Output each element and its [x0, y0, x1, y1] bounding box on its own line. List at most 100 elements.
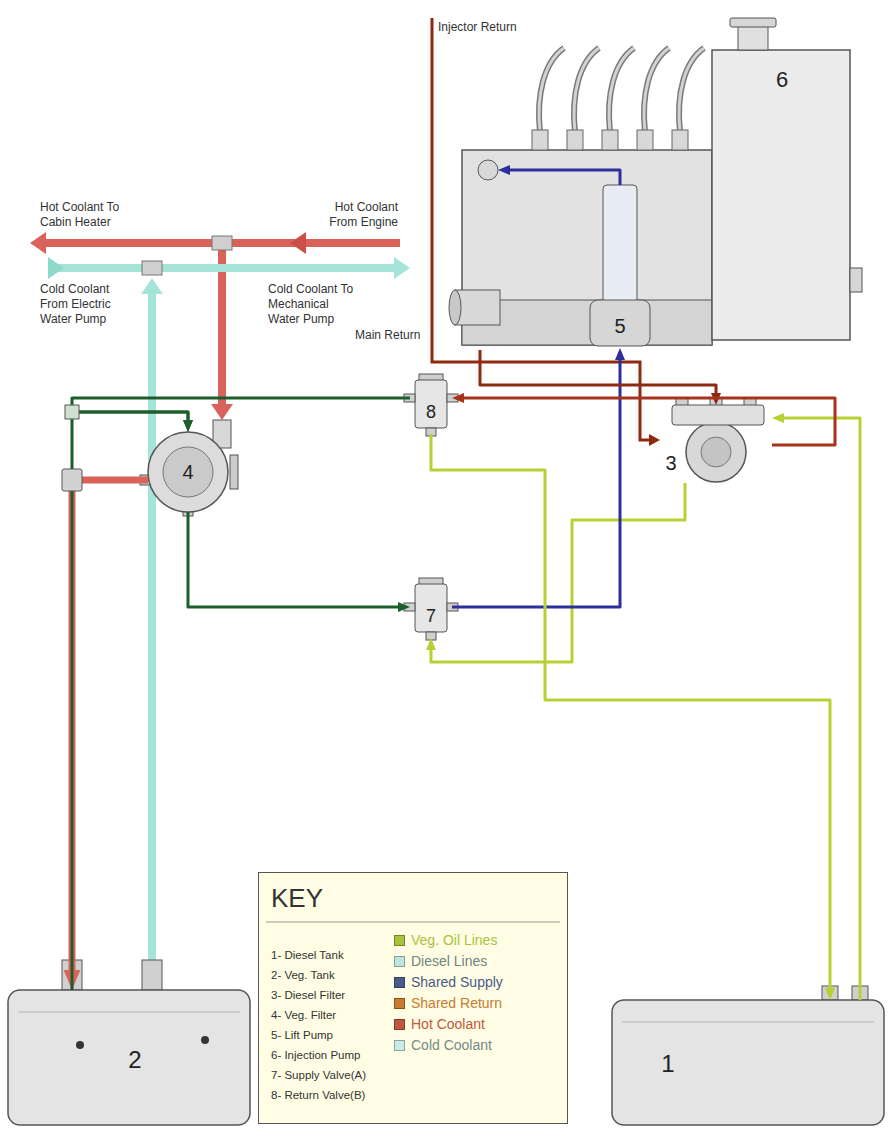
line-label: Injector Return — [438, 20, 517, 35]
tank-body — [612, 1000, 884, 1125]
shared-supply-line — [452, 348, 620, 607]
legend-row: Cold Coolant — [394, 1035, 503, 1056]
filter-manifold — [672, 405, 764, 425]
diesel-return-line — [431, 434, 830, 1000]
veg-filter: 4 — [148, 432, 228, 512]
callout-number: 8 — [426, 403, 436, 421]
hose-junction — [62, 469, 82, 491]
flow-arrow — [649, 434, 660, 446]
key-rule — [266, 922, 560, 923]
diesel-line — [431, 483, 685, 662]
injector-pipe — [574, 48, 599, 132]
legend-row: Veg. Oil Lines — [394, 930, 503, 951]
filter-housing — [148, 432, 228, 512]
lift-pump-bowl — [603, 185, 637, 303]
veg-oil-line — [188, 512, 410, 607]
label-box: Cold Coolant To Mechanical Water Pump — [268, 282, 360, 327]
drive-stub — [455, 290, 500, 325]
callout-number: 6 — [776, 69, 788, 91]
label-box: Hot Coolant To Cabin Heater — [40, 200, 140, 230]
veg-oil-line — [72, 412, 188, 990]
filter-bracket — [230, 455, 238, 489]
lift-pump-base — [590, 300, 650, 346]
label-box: Cold Coolant From Electric Water Pump — [40, 282, 122, 327]
callout-number: 2 — [128, 1048, 141, 1072]
flow-arrow — [211, 404, 233, 420]
injector-pipe — [539, 48, 564, 132]
tee-fitting — [142, 261, 162, 275]
injector-pipe — [644, 48, 669, 132]
injection-pump: 65 — [455, 45, 850, 350]
hot-coolant-line — [72, 480, 148, 990]
tee-fitting — [65, 405, 79, 419]
valve-body — [415, 584, 447, 632]
legend-text: Hot Coolant — [411, 1016, 485, 1033]
legend-swatch — [394, 935, 405, 946]
valve-port — [426, 632, 436, 640]
inlet-fitting — [478, 160, 498, 180]
valve-body — [415, 380, 447, 428]
injector-fitting — [567, 130, 583, 150]
flow-arrow — [394, 257, 410, 279]
line-label: Hot Coolant To Cabin Heater — [40, 200, 140, 230]
injector-pipe — [539, 48, 564, 132]
tee-fitting — [212, 236, 232, 250]
flow-arrow — [48, 257, 64, 279]
line-label: Hot Coolant From Engine — [318, 200, 398, 230]
legend-text: Diesel Lines — [411, 953, 487, 970]
legend-swatch — [394, 1019, 405, 1030]
legend-text: Shared Return — [411, 995, 502, 1012]
callout-number: 7 — [426, 607, 436, 625]
injector-pipe — [679, 48, 704, 132]
flow-arrow — [290, 232, 306, 254]
legend-swatch — [394, 998, 405, 1009]
filter-housing — [686, 422, 746, 482]
injector-fitting — [602, 130, 618, 150]
legend-swatch — [394, 956, 405, 967]
flow-arrow — [141, 278, 163, 294]
return-valve: 8 — [410, 376, 452, 434]
injector-pipe — [679, 48, 704, 132]
tank-body — [8, 990, 250, 1125]
key-item: 7- Supply Valve(A) — [271, 1065, 555, 1085]
lift-pump: 5 — [588, 185, 652, 348]
callout-number: 3 — [665, 453, 676, 473]
callout-number: 4 — [182, 462, 193, 482]
label-box: Injector Return — [438, 20, 517, 35]
legend: Veg. Oil LinesDiesel LinesShared SupplyS… — [394, 930, 503, 1056]
key-title: KEY — [271, 883, 555, 913]
drive-stub — [449, 290, 461, 325]
tank-bolt — [201, 1036, 209, 1044]
diesel-filter: 3 — [660, 405, 772, 483]
diesel-tank: 1 — [612, 1000, 884, 1125]
legend-text: Veg. Oil Lines — [411, 932, 497, 949]
shared-supply-line — [498, 170, 620, 185]
tank-edge — [18, 1012, 240, 1013]
filter-element — [701, 437, 731, 467]
hot-coolant-hose — [218, 250, 226, 406]
injector-pipe — [644, 48, 669, 132]
veg-oil-line — [72, 398, 410, 432]
line-label: Cold Coolant To Mechanical Water Pump — [268, 282, 360, 327]
governor-cap — [730, 18, 776, 27]
cold-coolant-hose — [52, 264, 396, 272]
cold-coolant-hose — [148, 290, 156, 960]
supply-valve: 7 — [410, 580, 452, 638]
tank-bolt — [76, 1041, 84, 1049]
filter-element — [163, 447, 213, 497]
key-ground — [258, 872, 568, 1124]
shared-return-line — [452, 398, 835, 445]
label-box: Main Return — [355, 328, 420, 343]
governor-cap — [738, 26, 768, 50]
tank-edge — [622, 1022, 874, 1023]
legend-swatch — [394, 977, 405, 988]
tank-fitting — [142, 960, 162, 990]
injector-fitting — [637, 130, 653, 150]
legend-row: Hot Coolant — [394, 1014, 503, 1035]
governor-housing — [712, 50, 850, 340]
diesel-line — [772, 418, 860, 1000]
injector-pipe — [574, 48, 599, 132]
line-label: Cold Coolant From Electric Water Pump — [40, 282, 122, 327]
injector-fitting — [672, 130, 688, 150]
pump-nub — [850, 268, 862, 292]
